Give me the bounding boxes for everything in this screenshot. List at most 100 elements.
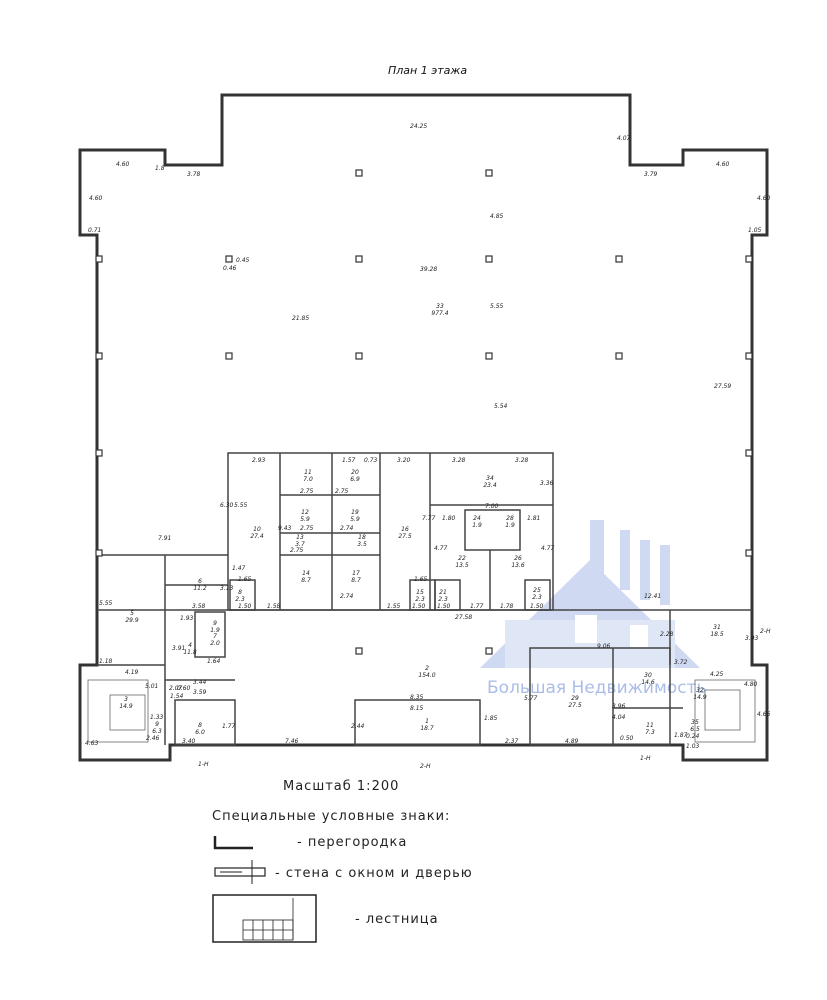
dimension-label: 4.63 xyxy=(85,740,99,747)
room-area: 14.9 xyxy=(119,703,133,710)
dimension-label: 21.85 xyxy=(292,315,309,322)
dimension-label: 1.80 xyxy=(442,515,456,522)
dimension-label: 24.25 xyxy=(410,123,427,130)
room-area: 2.3 xyxy=(532,594,542,601)
room-area: 5.9 xyxy=(350,516,360,523)
dimension-label: 1.64 xyxy=(207,658,221,665)
room-number: 18 xyxy=(358,534,366,541)
dimension-label: 4.19 xyxy=(125,669,139,676)
dimension-label: 3.79 xyxy=(644,171,658,178)
dimension-label: 4.77 xyxy=(434,545,448,552)
room-number: 11 xyxy=(646,722,654,729)
room-area: 11.2 xyxy=(193,585,207,592)
dimension-label: 8.35 xyxy=(410,694,424,701)
dimension-label: 4.25 xyxy=(710,671,724,678)
dimension-label: 0.45 xyxy=(236,257,250,264)
watermark-text: Большая Недвижимость xyxy=(487,678,706,698)
dimension-label: 2.46 xyxy=(146,735,160,742)
room-number: 4 xyxy=(188,642,192,649)
dimension-label: 7.00 xyxy=(485,503,499,510)
dimension-label: 1.77 xyxy=(470,603,484,610)
dimension-label: 1.65 xyxy=(238,576,252,583)
room-number: 15 xyxy=(416,589,424,596)
dimension-label: 2.07 xyxy=(169,685,183,692)
dimension-label: 2.44 xyxy=(351,723,365,730)
dimension-label: 4.60 xyxy=(116,161,130,168)
dimension-label: 1.81 xyxy=(527,515,540,522)
dimension-label: 4.60 xyxy=(89,195,103,202)
room-area: 6.9 xyxy=(350,476,360,483)
dimension-label: 3.13 xyxy=(220,585,234,592)
room-area: 11.8 xyxy=(183,649,197,656)
dimension-label: 4.89 xyxy=(565,738,579,745)
legend-item-wall: - стена с окном и дверью xyxy=(275,866,473,881)
room-area: 29.9 xyxy=(125,617,139,624)
dimension-label: 2.75 xyxy=(300,525,314,532)
dimension-label: 3.72 xyxy=(674,659,688,666)
room-number: 3 xyxy=(124,696,128,703)
dimension-label: 8.15 xyxy=(410,705,424,712)
dimension-label: 1.50 xyxy=(437,603,451,610)
room-area: 27.5 xyxy=(568,702,582,709)
dimension-label: 3.20 xyxy=(397,457,411,464)
room-area: 3.7 xyxy=(295,541,305,548)
dimension-label: 3.91 xyxy=(172,645,185,652)
room-area: 1.9 xyxy=(472,522,482,529)
dimension-label: 2-Н xyxy=(420,763,431,770)
room-area: 7.3 xyxy=(645,729,655,736)
room-number: 13 xyxy=(296,534,304,541)
room-area: 2.0 xyxy=(210,640,220,647)
room-number: 6 xyxy=(198,578,202,585)
room-area: 18.5 xyxy=(710,631,724,638)
dimension-label: 3.93 xyxy=(745,635,759,642)
plan-title: План 1 этажа xyxy=(388,64,467,77)
room-number: 1 xyxy=(425,718,429,725)
room-area: 154.0 xyxy=(418,672,435,679)
dimension-label: 3.28 xyxy=(452,457,466,464)
dimension-label: 1.18 xyxy=(99,658,113,665)
room-area: 6.0 xyxy=(195,729,205,736)
dimension-label: 1.85 xyxy=(484,715,498,722)
room-number: 17 xyxy=(352,570,360,577)
dimension-label: 0.24 xyxy=(686,733,700,740)
dimension-label: 2.74 xyxy=(340,525,354,532)
dimension-label: 27.58 xyxy=(455,614,472,621)
room-area: 27.5 xyxy=(398,533,412,540)
room-area: 8.7 xyxy=(351,577,361,584)
dimension-label: 5.55 xyxy=(490,303,504,310)
dimension-label: 9.06 xyxy=(597,643,611,650)
dimension-label: 1.93 xyxy=(180,615,194,622)
room-area: 13.5 xyxy=(455,562,469,569)
dimension-label: 2.74 xyxy=(340,593,354,600)
dimension-label: 5.54 xyxy=(494,403,508,410)
legend-item-partition: - перегородка xyxy=(297,835,407,850)
dimension-label: 4.85 xyxy=(490,213,504,220)
dimension-label: 1.65 xyxy=(414,576,428,583)
dimension-label: 1.50 xyxy=(412,603,426,610)
room-area: 3.5 xyxy=(357,541,367,548)
room-number: 12 xyxy=(301,509,309,516)
dimension-label: 1.03 xyxy=(686,743,700,750)
dimension-label: 4.66 xyxy=(757,711,771,718)
room-number: 14 xyxy=(302,570,310,577)
room-number: 30 xyxy=(644,672,652,679)
dimension-label: 1.50 xyxy=(530,603,544,610)
partitions xyxy=(87,452,756,746)
room-area: 977.4 xyxy=(431,310,448,317)
dimension-label: 12.41 xyxy=(644,593,661,600)
dimension-label: 1.50 xyxy=(238,603,252,610)
dimension-label: 1-Н xyxy=(640,755,651,762)
room-number: 8 xyxy=(238,589,242,596)
dimension-label: 4.60 xyxy=(716,161,730,168)
dimension-label: 7.91 xyxy=(158,535,171,542)
dimension-label: 1.58 xyxy=(267,603,281,610)
room-area: 27.4 xyxy=(250,533,264,540)
dimension-label: 4.60 xyxy=(757,195,771,202)
room-number: 9 xyxy=(155,721,159,728)
room-number: 2 xyxy=(425,665,429,672)
room-area: 6.5 xyxy=(690,726,700,733)
dimension-label: 0.50 xyxy=(620,735,634,742)
dimension-label: 3.36 xyxy=(540,480,554,487)
room-number: 20 xyxy=(351,469,359,476)
